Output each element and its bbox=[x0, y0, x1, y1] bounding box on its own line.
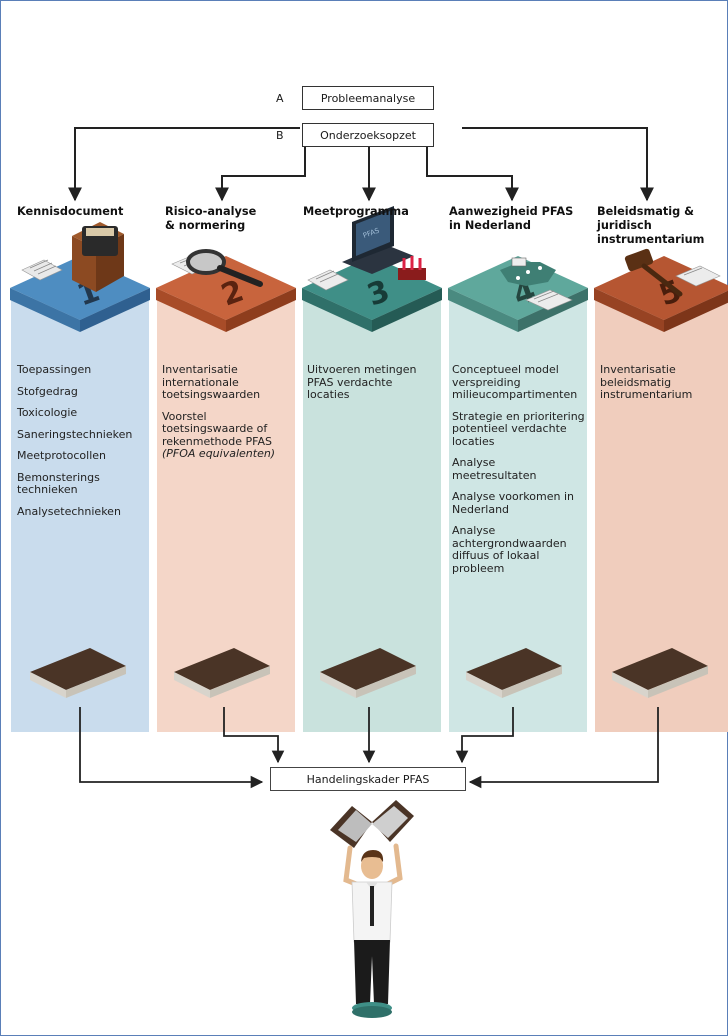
list-item: Saneringstechnieken bbox=[17, 427, 133, 441]
column-list-4: Conceptueel model verspreiding milieucom… bbox=[452, 363, 588, 584]
laptop-icon: PFAS bbox=[342, 206, 426, 280]
list-item: Strategie en prioritering potentieel ver… bbox=[452, 409, 585, 448]
list-item-note: (PFOA equivalenten) bbox=[162, 447, 276, 460]
list-item: Uitvoeren metingen PFAS verdachte locati… bbox=[307, 363, 417, 401]
column-list-3: Uitvoeren metingen PFAS verdachte locati… bbox=[307, 363, 437, 411]
book-icon-5 bbox=[612, 648, 708, 698]
list-item: Meetprotocollen bbox=[17, 449, 107, 462]
column-title-2: Risico-analyse & normering bbox=[165, 205, 257, 232]
list-item: Bemonsterings technieken bbox=[17, 470, 100, 496]
gavel-icon bbox=[624, 248, 683, 297]
tile-5: 5 bbox=[594, 248, 728, 332]
top-arrows bbox=[68, 127, 654, 202]
book-icon-1 bbox=[30, 648, 126, 698]
list-item: Toxicologie bbox=[17, 406, 78, 419]
list-item: Toepassingen bbox=[17, 363, 92, 376]
tile-4: 4 bbox=[448, 256, 588, 332]
handelingskader-box: Handelingskader PFAS bbox=[270, 767, 466, 791]
column-title-3: Meetprogramma bbox=[303, 205, 409, 218]
person-with-book-icon bbox=[330, 800, 414, 1018]
list-item: Analyse voorkomen in Nederland bbox=[452, 490, 574, 516]
magnifier-icon bbox=[186, 249, 263, 287]
label-b: B bbox=[276, 129, 284, 142]
column-list-1: Toepassingen Stofgedrag Toxicologie Sane… bbox=[17, 363, 147, 527]
list-item: Analyse achtergrondwaarden diffuus of lo… bbox=[452, 524, 567, 575]
list-item: Conceptueel model verspreiding milieucom… bbox=[452, 363, 578, 401]
book-icon-2 bbox=[174, 648, 270, 698]
tile-2: 2 bbox=[156, 249, 296, 332]
column-title-1: Kennisdocument bbox=[17, 205, 124, 218]
probleemanalyse-box: Probleemanalyse bbox=[302, 86, 434, 110]
column-list-5: Inventarisatie beleidsmatig instrumentar… bbox=[600, 363, 724, 411]
bottom-arrows bbox=[79, 707, 659, 789]
book-icon-3 bbox=[320, 648, 416, 698]
list-item: Inventarisatie beleidsmatig instrumentar… bbox=[600, 363, 693, 401]
list-item: Analysetechnieken bbox=[17, 504, 121, 518]
list-item: Analyse meetresultaten bbox=[452, 456, 537, 482]
list-item: Voorstel toetsingswaarde of rekenmethode… bbox=[162, 409, 272, 448]
list-item: Inventarisatie internationale toetsingsw… bbox=[162, 363, 261, 401]
list-item: Stofgedrag bbox=[17, 384, 78, 398]
column-list-2: Inventarisatie internationale toetsingsw… bbox=[162, 363, 290, 461]
book-icon-4 bbox=[466, 648, 562, 698]
column-title-4: Aanwezigheid PFAS in Nederland bbox=[449, 205, 574, 232]
tile-1: 1 bbox=[10, 222, 150, 332]
column-title-5: Beleidsmatig & juridisch instrumentarium bbox=[597, 205, 705, 246]
tile-3: 3 PFAS bbox=[302, 206, 442, 332]
onderzoeksopzet-box: Onderzoeksopzet bbox=[302, 123, 434, 147]
label-a: A bbox=[276, 92, 284, 105]
